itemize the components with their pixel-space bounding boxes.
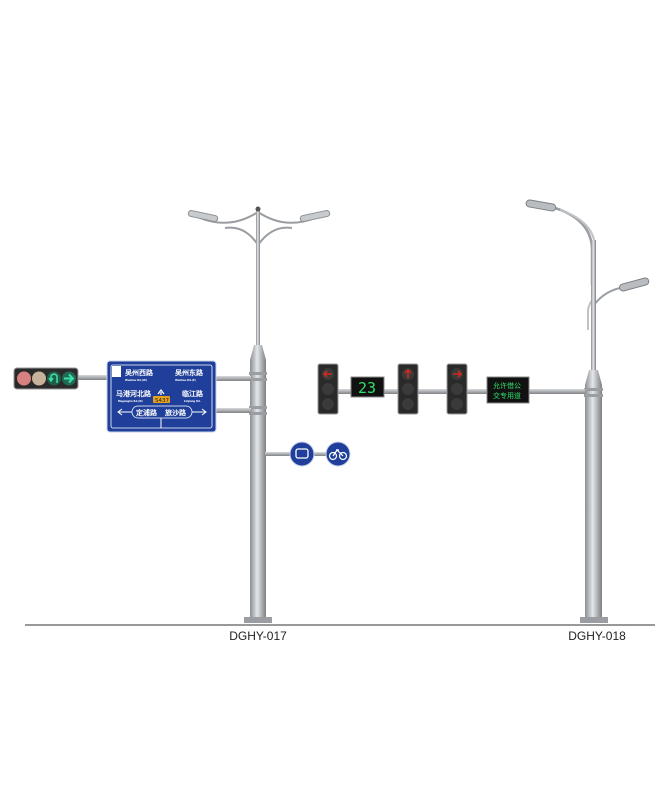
sign-bottom-right: 旅沙路 [164,408,187,417]
left-arrow-red-icon [322,370,332,378]
sign-mid-right-en: Linjiang Rd. [184,399,201,403]
pole-dghy-018 [320,199,650,623]
up-arrow-red-icon [404,368,412,378]
right-arrow-red-icon [453,370,463,378]
sign-top-left: 吴州西路 [125,368,154,377]
traffic-light-right-turn [446,363,468,415]
up-arrow-icon [157,389,165,395]
pole-dghy-017 [78,206,340,623]
lamp-head-left [187,210,219,222]
sign-top-left-en: Wuzhou Rd.(W) [125,378,147,382]
led-line-1: 允许借公 [493,381,521,390]
route-badge: S437 [155,398,169,404]
sign-bottom-left: 定浦路 [136,408,158,417]
led-line-2: 交专用道 [493,391,521,400]
model-label-left: DGHY-017 [229,629,287,643]
sign-mid-left: 马港河北路 [116,389,152,398]
countdown-value: 23 [358,379,376,397]
lamp-head-top [525,199,557,212]
traffic-light-horizontal [13,367,79,390]
lamp-head-lower [619,277,650,292]
countdown-display: 23 [350,376,385,398]
model-label-right: DGHY-018 [568,629,626,643]
road-guide-sign: 吴州西路 Wuzhou Rd.(W) 吴州东路 Wuzhou Rd.(E) 马港… [106,360,217,433]
led-message-board: 允许借公 交专用道 [486,376,530,404]
signal-red-lamp [17,371,31,386]
sign-top-right-en: Wuzhou Rd.(E) [175,378,196,382]
signal-yellow-lamp [32,371,46,386]
round-sign-bicycle [325,441,351,467]
sign-top-right: 吴州东路 [175,368,204,377]
right-arrow-icon [64,373,75,384]
traffic-light-left-turn [317,363,339,415]
sign-mid-right: 临江路 [182,389,204,398]
bicycle-icon [328,449,348,461]
sign-mid-left-en: Magangha Rd.(N) [118,399,143,403]
round-sign-bus-lane [289,441,315,467]
bus-lane-icon [295,448,309,459]
traffic-light-straight [397,363,419,415]
uturn-arrow-icon [48,373,58,383]
lamp-head-right [299,210,331,222]
